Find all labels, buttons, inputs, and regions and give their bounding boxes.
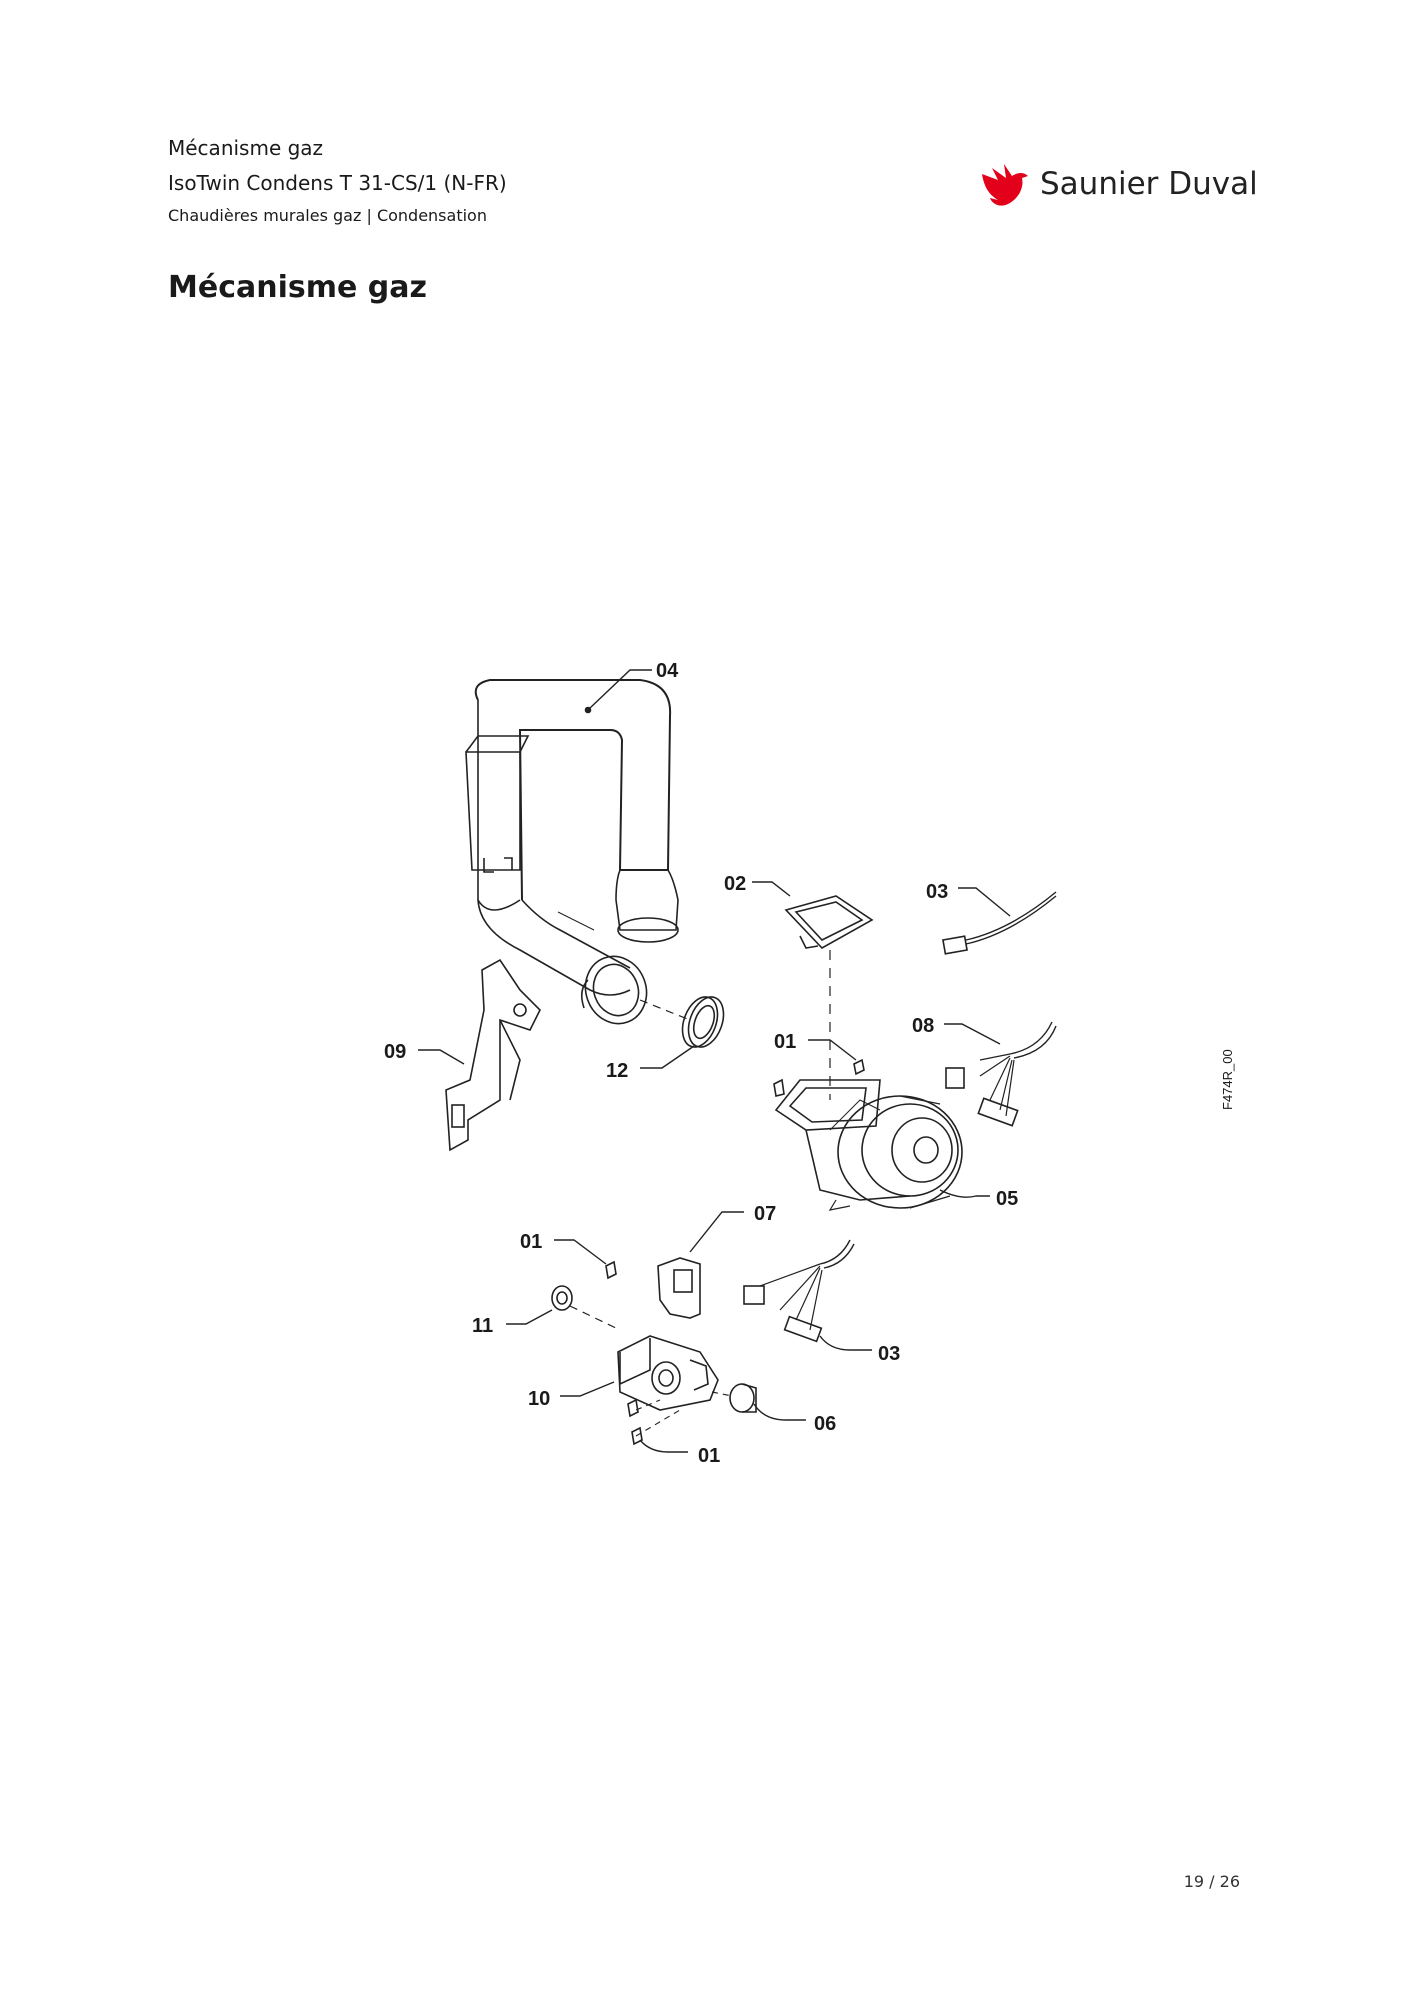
page-title: Mécanisme gaz bbox=[168, 270, 427, 305]
part-label-03-bottom: 03 bbox=[878, 1343, 900, 1365]
leader-line-06 bbox=[753, 1403, 806, 1421]
screw-part-bottom bbox=[627, 1398, 643, 1446]
fan-part bbox=[774, 1079, 963, 1211]
leader-line-05 bbox=[939, 1189, 990, 1198]
leader-line-01c bbox=[639, 1439, 688, 1453]
harness-part-top bbox=[945, 1021, 1057, 1127]
air-duct-part bbox=[465, 679, 679, 1025]
part-label-05: 05 bbox=[996, 1188, 1018, 1210]
part-label-07: 07 bbox=[754, 1203, 776, 1225]
bracket-part bbox=[445, 958, 541, 1152]
part-label-12: 12 bbox=[606, 1060, 628, 1082]
wire-part-top bbox=[942, 891, 1057, 955]
harness-part-bottom bbox=[743, 1239, 855, 1343]
header-section: Mécanisme gaz bbox=[168, 136, 324, 160]
part-label-01-middle: 01 bbox=[520, 1231, 542, 1253]
leader-line-10 bbox=[560, 1381, 615, 1397]
screw-part-middle bbox=[605, 1260, 617, 1280]
part-label-10: 10 bbox=[528, 1388, 550, 1410]
part-label-11: 11 bbox=[472, 1315, 493, 1337]
leader-line-09 bbox=[418, 1049, 465, 1065]
o-ring-part bbox=[551, 1285, 573, 1311]
page-number: 19 / 26 bbox=[1183, 1872, 1240, 1891]
leader-line-04 bbox=[589, 669, 652, 709]
gasket-part bbox=[784, 895, 874, 950]
leader-line-12 bbox=[640, 1045, 695, 1069]
leader-line-07 bbox=[689, 1211, 744, 1253]
part-label-03-top: 03 bbox=[926, 881, 948, 903]
connector-part bbox=[657, 1257, 701, 1319]
header-category: Chaudières murales gaz | Condensation bbox=[168, 206, 487, 225]
header-product: IsoTwin Condens T 31-CS/1 (N-FR) bbox=[168, 171, 507, 195]
part-label-01-top: 01 bbox=[774, 1031, 796, 1053]
brand-logo: Saunier Duval bbox=[980, 158, 1258, 210]
screw-part-top bbox=[773, 1058, 865, 1097]
red-bird-icon bbox=[982, 164, 1028, 206]
leader-line-11 bbox=[506, 1309, 553, 1325]
part-label-06: 06 bbox=[814, 1413, 836, 1435]
leader-line-02 bbox=[752, 881, 791, 897]
part-label-08: 08 bbox=[912, 1015, 934, 1037]
brand-name: Saunier Duval bbox=[1040, 166, 1258, 202]
leader-line-01b bbox=[554, 1239, 607, 1265]
figure-reference: F474R_00 bbox=[1220, 1049, 1235, 1110]
part-label-02: 02 bbox=[724, 873, 746, 895]
leader-line-03b bbox=[819, 1335, 872, 1351]
leader-line-01a bbox=[808, 1039, 857, 1061]
filter-plug-part bbox=[729, 1383, 757, 1413]
part-label-04: 04 bbox=[656, 660, 679, 682]
leader-line-08 bbox=[944, 1023, 1001, 1045]
seal-ring-part bbox=[681, 996, 725, 1048]
leader-line-03a bbox=[958, 887, 1011, 917]
part-label-09: 09 bbox=[384, 1041, 406, 1063]
gas-valve-part bbox=[617, 1335, 719, 1411]
part-label-01-bottom: 01 bbox=[698, 1445, 720, 1467]
